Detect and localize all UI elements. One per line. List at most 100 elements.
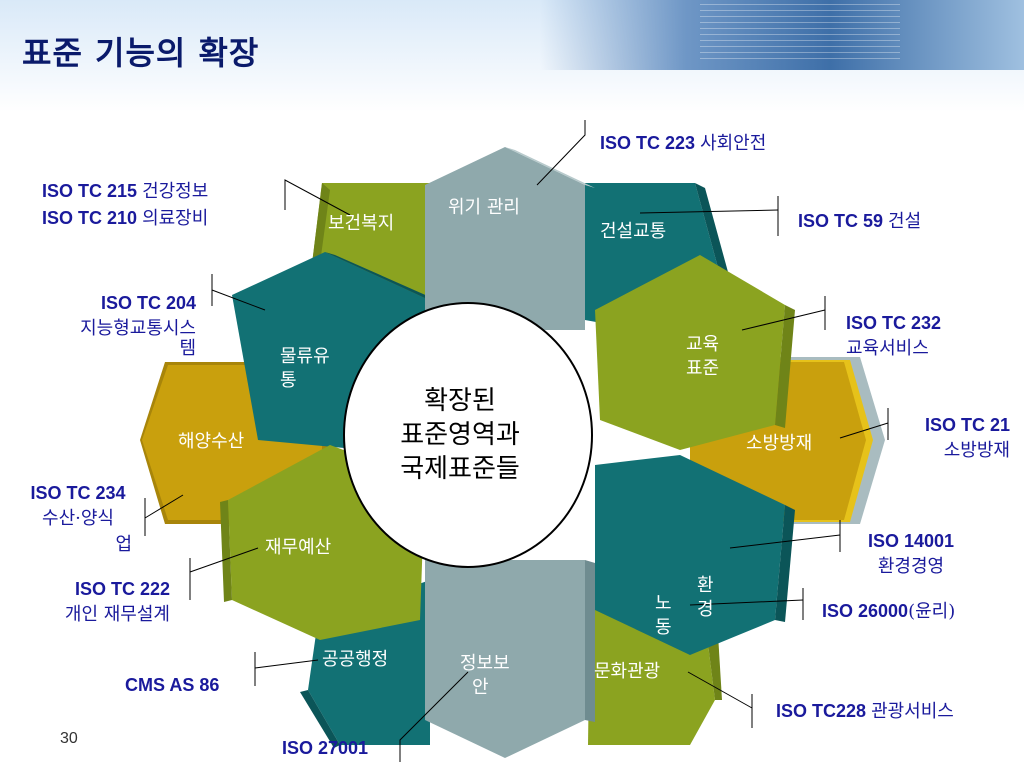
- label-tc222-name: 개인 재무설계: [64, 604, 170, 625]
- cell-education-line2: 표준: [686, 358, 720, 379]
- header-tech-banner: [540, 0, 1024, 70]
- label-tc210-code: ISO TC 210: [42, 208, 138, 228]
- pillar-bottom-edge: [585, 560, 595, 722]
- label-tc234-name-1: 수산·양식: [42, 508, 114, 529]
- label-cms-code: CMS AS 86: [125, 675, 220, 695]
- cell-env-line2: 경: [697, 599, 714, 620]
- cell-fire: 소방방재: [746, 433, 813, 454]
- line-cms: [254, 659, 319, 669]
- line-tc215: [284, 179, 351, 216]
- label-tc222-code: ISO TC 222: [74, 579, 170, 599]
- label-cms: CMS AS 86: [125, 672, 219, 698]
- label-tc21-code: ISO TC 21: [924, 415, 1010, 435]
- line-tc21: [839, 422, 889, 439]
- page-number: 30: [60, 730, 78, 747]
- line-tc59: [639, 209, 779, 214]
- label-tc232-name: 교육서비스: [846, 338, 929, 359]
- hex-logistics-shade: [325, 252, 448, 305]
- label-tc222: ISO TC 222 개인 재무설계: [8, 576, 170, 628]
- hex-finance-shade: [220, 500, 232, 602]
- center-text: 확장된 표준영역과 국제표준들: [350, 384, 570, 486]
- label-tc223: ISO TC 223 사회안전: [600, 130, 766, 157]
- line-tc228: [687, 671, 753, 709]
- cell-logistics: 물류유 통: [280, 345, 330, 393]
- line-tc234: [144, 494, 184, 519]
- line-iso27001: [399, 671, 469, 762]
- cell-crisis: 위기 관리: [448, 197, 520, 218]
- label-iso26000-code: ISO 26000: [822, 601, 909, 621]
- label-tc204-name-1: 지능형교통시스: [80, 318, 196, 339]
- label-tc234-name-2: 업: [115, 534, 132, 555]
- hex-education-shade: [775, 305, 795, 428]
- center-circle: [343, 302, 593, 568]
- cell-logistics-line1: 물류유: [280, 346, 330, 367]
- header-tech-lines: [700, 4, 900, 59]
- cell-public-admin: 공공행정: [322, 649, 389, 670]
- cell-education-line1: 교육: [686, 334, 720, 355]
- line-iso14001: [729, 534, 841, 549]
- label-iso14001: ISO 14001 환경경영: [846, 528, 976, 580]
- cell-logistics-line2: 통: [280, 370, 297, 391]
- label-tc59-name: 건설: [888, 211, 922, 232]
- label-tc21: ISO TC 21 소방방재: [880, 412, 1010, 464]
- hex-environment-shade: [775, 505, 795, 622]
- page-title: 표준 기능의 확장: [22, 34, 260, 72]
- label-tc204: ISO TC 204 지능형교통시스 템: [8, 290, 196, 359]
- cell-health: 보건복지: [328, 213, 395, 234]
- label-tc215-name: 건강정보: [142, 181, 209, 202]
- cell-education: 교육 표준: [686, 333, 719, 381]
- label-tc59-code: ISO TC 59: [798, 211, 884, 231]
- label-iso26000: ISO 26000(윤리): [822, 598, 955, 625]
- label-tc223-name: 사회안전: [700, 133, 767, 154]
- label-tc215-code: ISO TC 215: [42, 181, 138, 201]
- center-line3: 국제표준들: [400, 454, 520, 484]
- center-line2: 표준영역과: [400, 420, 520, 450]
- hex-education: [595, 255, 785, 450]
- label-tc228-name: 관광서비스: [871, 701, 954, 722]
- label-tc228: ISO TC228 관광서비스: [776, 698, 954, 725]
- label-tc204-code: ISO TC 204: [100, 293, 196, 313]
- line-tc232: [741, 309, 826, 331]
- label-tc59: ISO TC 59 건설: [798, 208, 921, 235]
- cell-infosec-line2: 안: [472, 677, 489, 698]
- center-line1: 확장된: [424, 386, 496, 416]
- label-tc234: ISO TC 234 수산·양식 업: [18, 480, 138, 558]
- line-tc204: [211, 289, 266, 311]
- label-iso27001: ISO 27001: [282, 735, 368, 761]
- label-tc232: ISO TC 232 교육서비스: [846, 310, 941, 362]
- pillar-top: [425, 147, 585, 330]
- label-tc21-name: 소방방재: [943, 440, 1010, 461]
- cell-culture: 문화관광: [594, 661, 661, 682]
- cell-labor-line1: 노: [655, 593, 672, 614]
- pillar-bottom: [425, 560, 585, 758]
- hex-public-admin-shade: [300, 690, 340, 748]
- label-tc210-name: 의료장비: [142, 208, 209, 229]
- cell-finance: 재무예산: [265, 537, 332, 558]
- label-tc232-code: ISO TC 232: [846, 313, 942, 333]
- label-tc215-tc210: ISO TC 215 건강정보 ISO TC 210 의료장비: [42, 178, 208, 232]
- cell-fishery: 해양수산: [178, 431, 245, 452]
- cell-labor-line2: 동: [655, 617, 672, 638]
- cell-environment: 환 경: [697, 574, 714, 622]
- line-tc223: [536, 120, 586, 186]
- hex-health-shade: [310, 183, 330, 280]
- hex-environment: [595, 455, 785, 655]
- cell-labor: 노 동: [655, 592, 672, 640]
- pillar-top-edge: [505, 147, 595, 188]
- label-iso27001-code: ISO 27001: [282, 738, 369, 758]
- label-iso14001-code: ISO 14001: [867, 531, 955, 551]
- label-tc204-name-2: 템: [179, 338, 196, 359]
- label-iso14001-name: 환경경영: [877, 556, 945, 577]
- line-tc222: [189, 547, 259, 573]
- label-tc228-code: ISO TC228: [776, 701, 867, 721]
- cell-infosec-line1: 정보보: [460, 653, 510, 674]
- line-iso26000: [689, 599, 804, 606]
- cell-construction: 건설교통: [600, 221, 667, 242]
- cell-infosec: 정보보 안: [460, 652, 510, 700]
- label-iso26000-name: (윤리): [908, 601, 956, 622]
- label-tc223-code: ISO TC 223: [600, 133, 696, 153]
- label-tc234-code: ISO TC 234: [30, 483, 126, 503]
- callout-lines: [144, 120, 889, 762]
- cell-env-line1: 환: [697, 575, 714, 596]
